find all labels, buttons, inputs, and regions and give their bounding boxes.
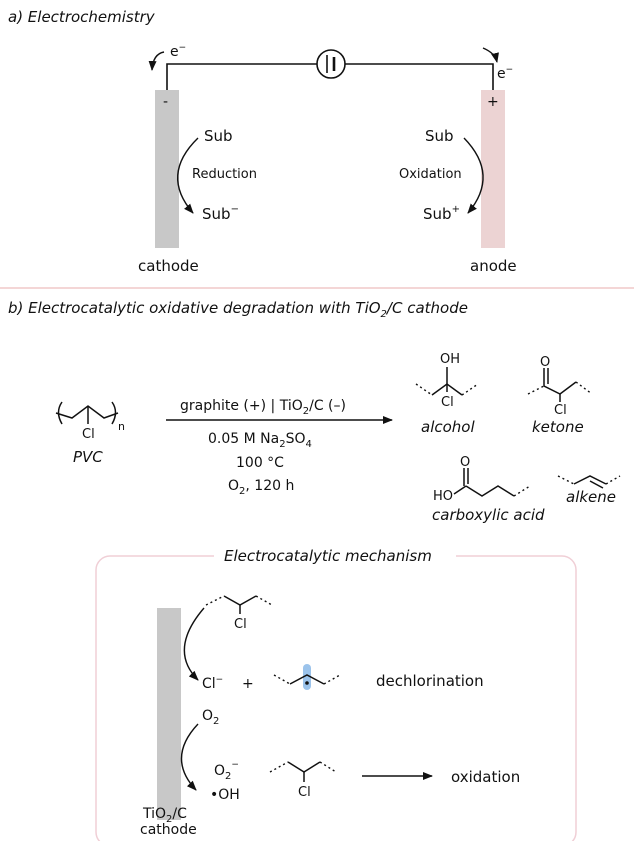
ketone-structure: [543, 368, 577, 402]
chloride-ion: Cl−: [202, 675, 223, 692]
alkene-label: alkene: [566, 488, 616, 506]
oxidation-label: Oxidation: [399, 167, 462, 182]
mechanism-cl-top: Cl: [234, 617, 247, 632]
condition-temperature: 100 °C: [236, 455, 284, 471]
anode-label: anode: [470, 257, 517, 275]
anode-electrode: [481, 90, 505, 248]
superoxide: O2−: [214, 760, 239, 782]
mechanism-substrate-top: [223, 595, 257, 614]
cathode-substrate: Sub: [204, 127, 233, 145]
alcohol-label: alcohol: [421, 418, 475, 436]
section-a-title: a) Electrochemistry: [8, 8, 156, 26]
pvc-repeat-n: n: [118, 420, 125, 433]
dechlorination-label: dechlorination: [376, 672, 484, 690]
electron-arrow-right: [482, 47, 499, 63]
tio2-cathode-electrode: [157, 608, 181, 820]
electron-arrow-left: [148, 51, 165, 71]
oxidation-arrow: [463, 137, 484, 214]
carboxylic-acid-label: carboxylic acid: [432, 506, 545, 524]
reduction-arrow: [177, 137, 199, 214]
alcohol-structure: [431, 367, 463, 396]
electron-label-left: e−: [170, 43, 186, 60]
ketone-cl: Cl: [554, 403, 567, 418]
condition-atmosphere: O2, 120 h: [228, 478, 294, 497]
tio2-cathode-label-2: cathode: [140, 822, 197, 838]
reduction-label: Reduction: [192, 167, 257, 182]
electron-label-right: e−: [497, 65, 513, 82]
ketone-label: ketone: [532, 418, 584, 436]
hydroxyl-radical: •OH: [210, 787, 240, 803]
anode-substrate: Sub: [425, 127, 454, 145]
ketone-oxygen: O: [540, 355, 550, 370]
cathode-sign: -: [163, 94, 168, 110]
mechanism-substrate-bottom-dashes: [269, 761, 337, 773]
plus-sign: +: [242, 676, 254, 692]
pvc-label: PVC: [73, 448, 103, 466]
alkene-structure: [573, 475, 607, 489]
ketone-dashed-bonds: [527, 381, 593, 395]
dechlorination-electron-arrow: [183, 607, 205, 681]
radical-intermediate: [273, 664, 341, 690]
anode-product: Sub+: [423, 204, 460, 223]
mechanism-substrate-top-dashes: [205, 595, 273, 606]
oxygen-molecule: O2: [202, 708, 219, 727]
anode-sign: +: [487, 94, 499, 110]
alcohol-dashed-bonds: [415, 383, 479, 396]
mechanism-substrate-bottom: [287, 761, 321, 782]
oxygen-reduction-arrow: [180, 723, 199, 791]
acid-oxygen: O: [460, 455, 470, 470]
radical-orbital-icon: [303, 664, 311, 690]
oxidation-label-mech: oxidation: [451, 768, 520, 786]
cathode-product: Sub−: [202, 204, 239, 223]
mechanism-title-bg: [214, 546, 456, 566]
cathode-electrode: [155, 90, 179, 248]
acid-ho: HO: [433, 489, 453, 504]
cathode-label: cathode: [138, 257, 199, 275]
condition-electrolyte: 0.05 M Na2SO4: [208, 431, 312, 450]
acid-dashed-bond: [513, 485, 531, 497]
pvc-structure: [55, 401, 119, 425]
alcohol-oh: OH: [440, 352, 460, 367]
alcohol-cl: Cl: [441, 395, 454, 410]
power-source-icon: [316, 49, 346, 79]
section-b-title: b) Electrocatalytic oxidative degradatio…: [8, 299, 468, 320]
pvc-chlorine: Cl: [82, 427, 95, 442]
mechanism-cl-bottom: Cl: [298, 785, 311, 800]
circuit-wire: [166, 63, 494, 90]
carboxylic-acid-structure: [453, 468, 515, 497]
condition-electrodes: graphite (+) | TiO2/C (–): [180, 398, 346, 417]
tio2-cathode-label: TiO2/C: [142, 806, 187, 825]
mechanism-title: Electrocatalytic mechanism: [224, 547, 432, 565]
